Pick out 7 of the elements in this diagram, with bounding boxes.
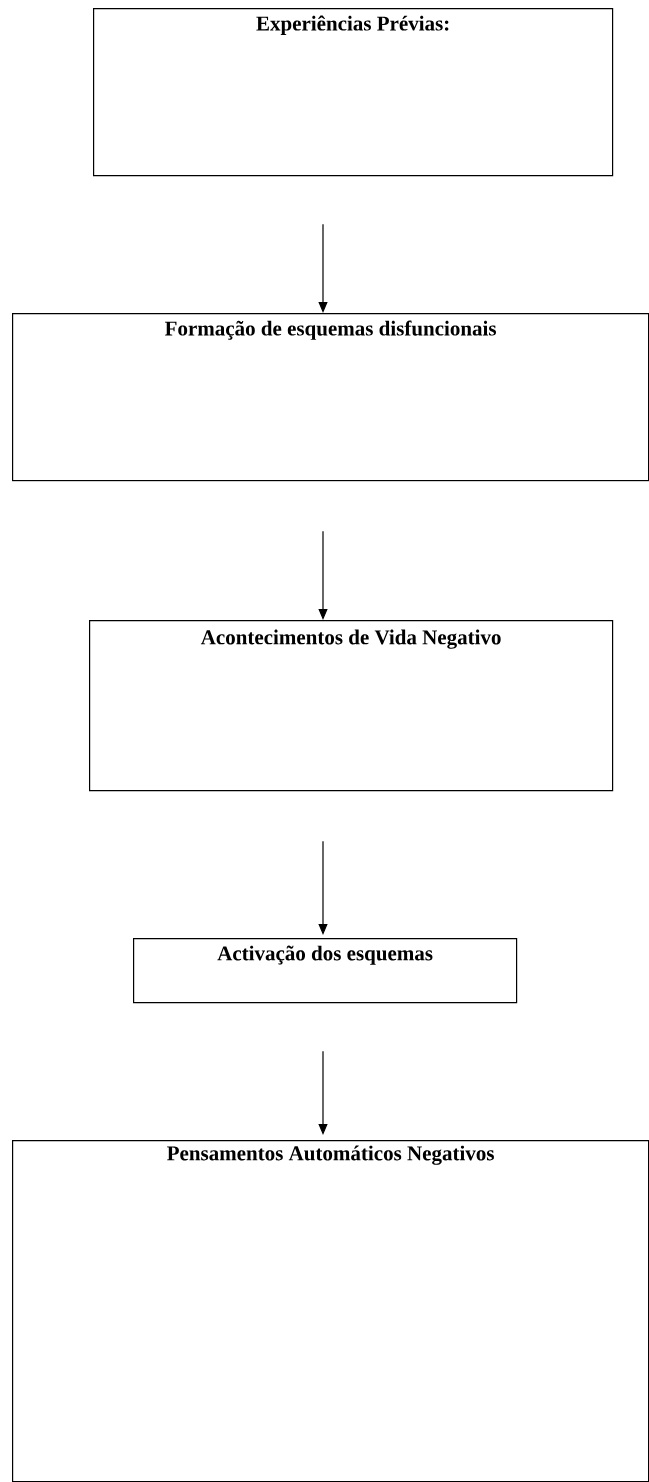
arrow [318, 223, 328, 313]
process-box: Formação de esquemas disfuncionais [12, 313, 649, 482]
process-box: Activação dos esquemas [133, 938, 518, 1004]
arrow [318, 840, 328, 935]
process-box: Pensamentos Automáticos Negativos [12, 1140, 649, 1482]
process-box: Experiências Prévias: [93, 8, 614, 177]
process-box: Acontecimentos de Vida Negativo [89, 620, 614, 792]
